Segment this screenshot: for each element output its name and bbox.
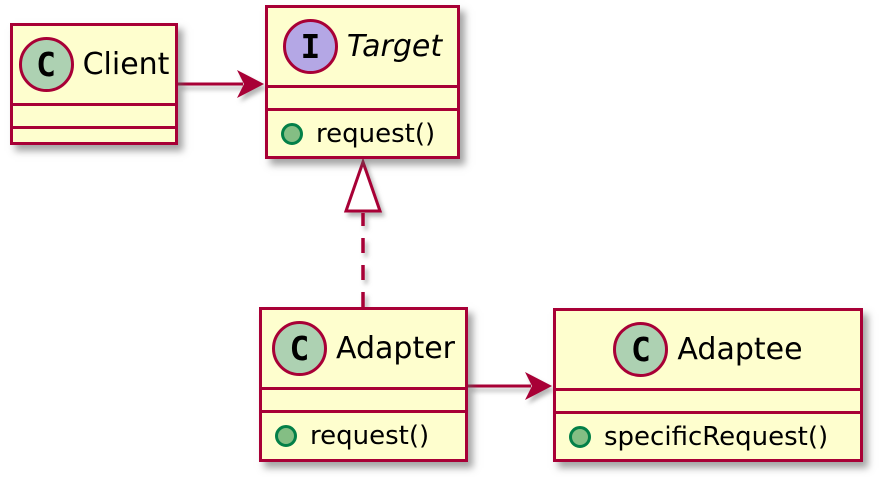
methods-compartment-adapter: request() [262,410,465,459]
attributes-compartment-target [268,85,457,108]
class-name-client: Client [82,47,170,82]
public-method-icon [275,425,297,447]
interface-stereotype-icon: I [282,19,338,74]
attributes-compartment-adaptee [556,388,860,411]
class-name-adapter: Adapter [335,331,456,366]
methods-compartment-client [13,126,175,142]
class-name-adaptee: Adaptee [677,332,803,367]
method-row: request() [281,119,435,149]
class-box-adaptee: C Adaptee specificRequest() [553,308,863,462]
attributes-compartment-adapter [262,387,465,410]
class-stereotype-icon: C [271,321,327,376]
class-stereotype-icon: C [18,37,74,92]
class-title-adaptee: C Adaptee [556,311,860,388]
method-label: specificRequest() [604,421,829,452]
attributes-compartment-client [13,103,175,126]
method-label: request() [316,118,436,149]
client-target-association-arrow [178,70,264,98]
methods-compartment-adaptee: specificRequest() [556,411,860,459]
adapter-target-realization-arrow [343,157,383,307]
method-label: request() [310,421,430,451]
class-title-adapter: C Adapter [262,310,465,387]
method-row: request() [275,421,429,451]
interface-box-target: I Target request() [265,5,460,159]
class-title-target: I Target [268,8,457,85]
class-title-client: C Client [13,26,175,103]
class-stereotype-icon: C [613,322,669,377]
method-row: specificRequest() [569,422,828,452]
public-method-icon [281,122,303,145]
class-box-adapter: C Adapter request() [259,307,468,462]
methods-compartment-target: request() [268,108,457,156]
public-method-icon [569,425,591,448]
class-box-client: C Client [10,23,178,145]
class-name-target: Target [346,29,443,64]
adapter-adaptee-association-arrow [468,372,552,400]
